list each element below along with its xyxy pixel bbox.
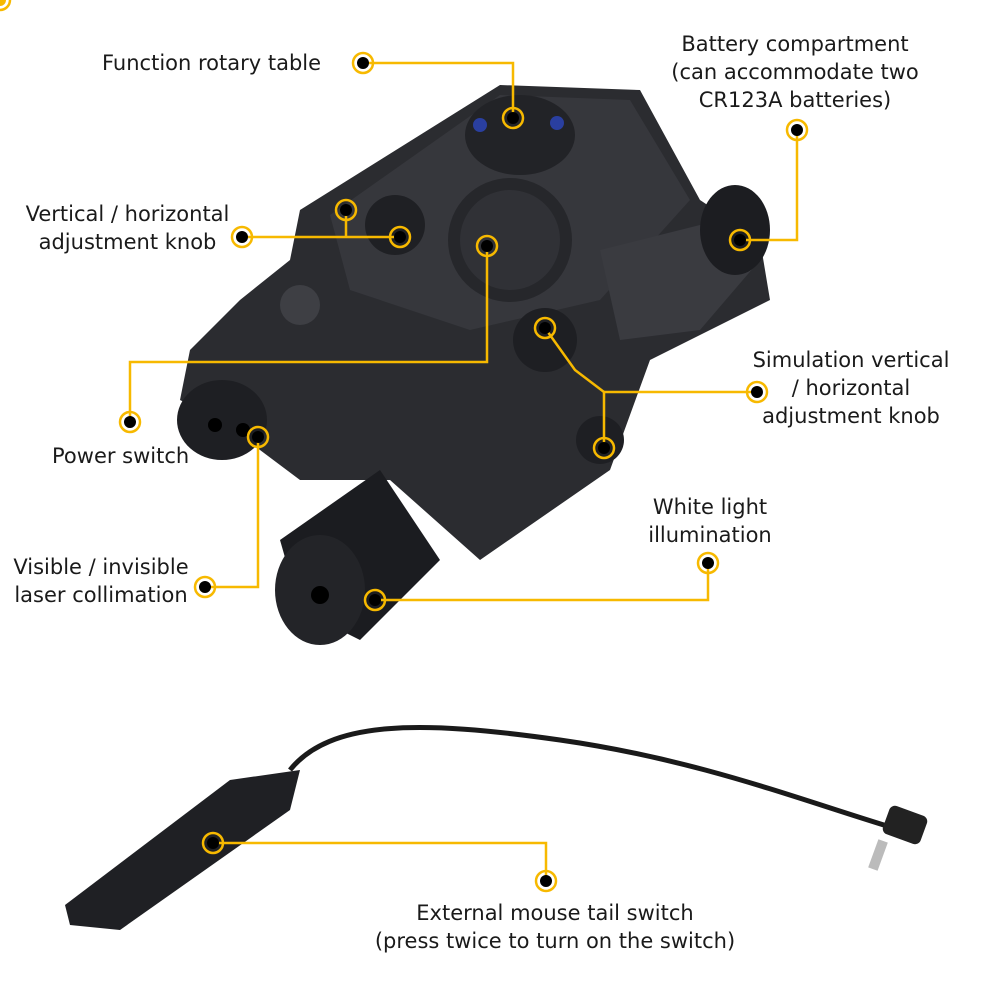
label-tail-switch: External mouse tail switch (press twice … [340, 899, 770, 955]
rotary-table [465, 95, 575, 175]
label-battery-compartment: Battery compartment (can accommodate two… [650, 30, 940, 114]
callout-lines [128, 61, 799, 881]
label-line: Visible / invisible [13, 555, 189, 579]
label-line: illumination [648, 523, 772, 547]
label-adjustment-knob: Vertical / horizontal adjustment knob [10, 200, 245, 256]
laser-aperture [177, 380, 267, 460]
label-laser-collimation: Visible / invisible laser collimation [10, 553, 192, 609]
label-line: Battery compartment [681, 32, 909, 56]
label-line: CR123A batteries) [698, 88, 892, 112]
label-line: Function rotary table [102, 51, 322, 75]
tail-switch [65, 725, 928, 930]
label-line: (press twice to turn on the switch) [374, 929, 736, 953]
label-line: White light [652, 495, 768, 519]
label-line: / horizontal [791, 376, 911, 400]
label-function-rotary-table: Function rotary table [102, 49, 321, 77]
label-line: adjustment knob [38, 230, 217, 254]
laser-device [177, 85, 770, 645]
label-white-light: White light illumination [630, 493, 790, 549]
label-line: (can accommodate two [671, 60, 919, 84]
label-line: External mouse tail switch [416, 901, 694, 925]
label-power-switch: Power switch [52, 442, 189, 470]
callout-markers [0, 0, 12, 12]
label-simulation-knob: Simulation vertical / horizontal adjustm… [740, 346, 962, 430]
label-line: adjustment knob [762, 404, 940, 428]
label-line: Simulation vertical [752, 348, 950, 372]
label-line: Vertical / horizontal [25, 202, 230, 226]
label-line: laser collimation [14, 583, 188, 607]
label-line: Power switch [52, 444, 190, 468]
